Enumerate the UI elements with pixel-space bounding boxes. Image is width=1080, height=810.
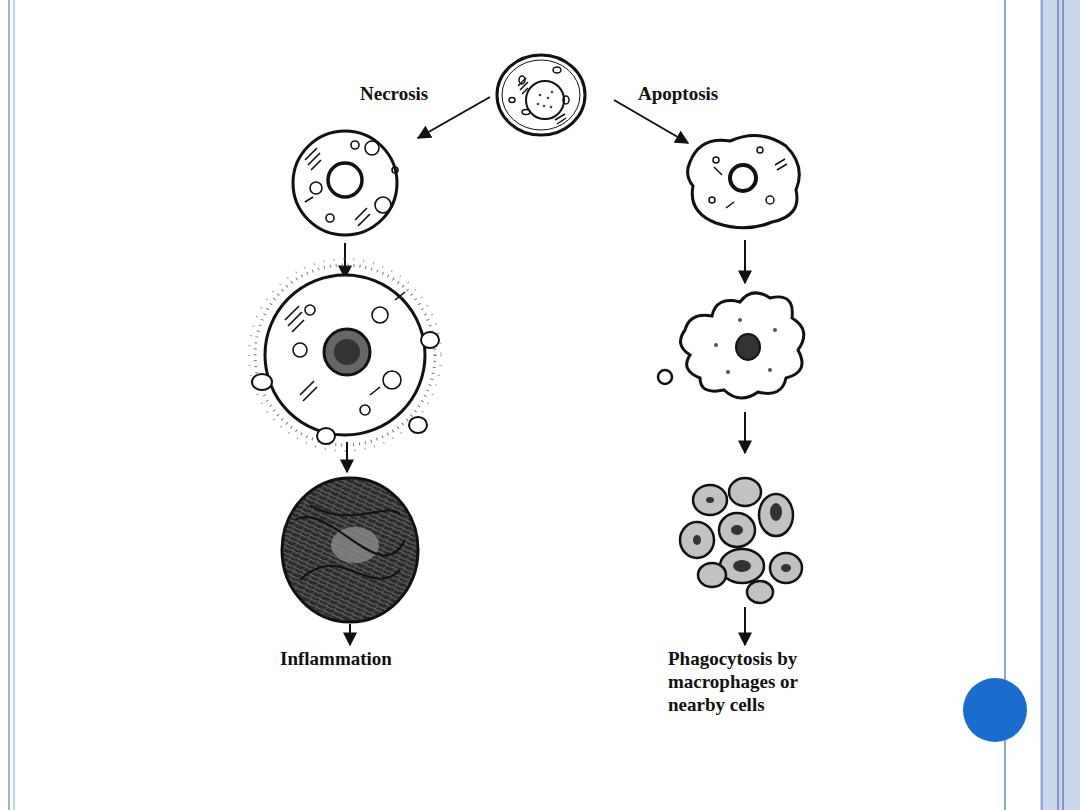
process-label: Apoptosis (638, 83, 718, 106)
outcome-label: Phagocytosis by macrophages or nearby ce… (668, 648, 840, 716)
process-label: Necrosis (360, 83, 428, 106)
outcome-label: Inflammation (280, 648, 392, 671)
